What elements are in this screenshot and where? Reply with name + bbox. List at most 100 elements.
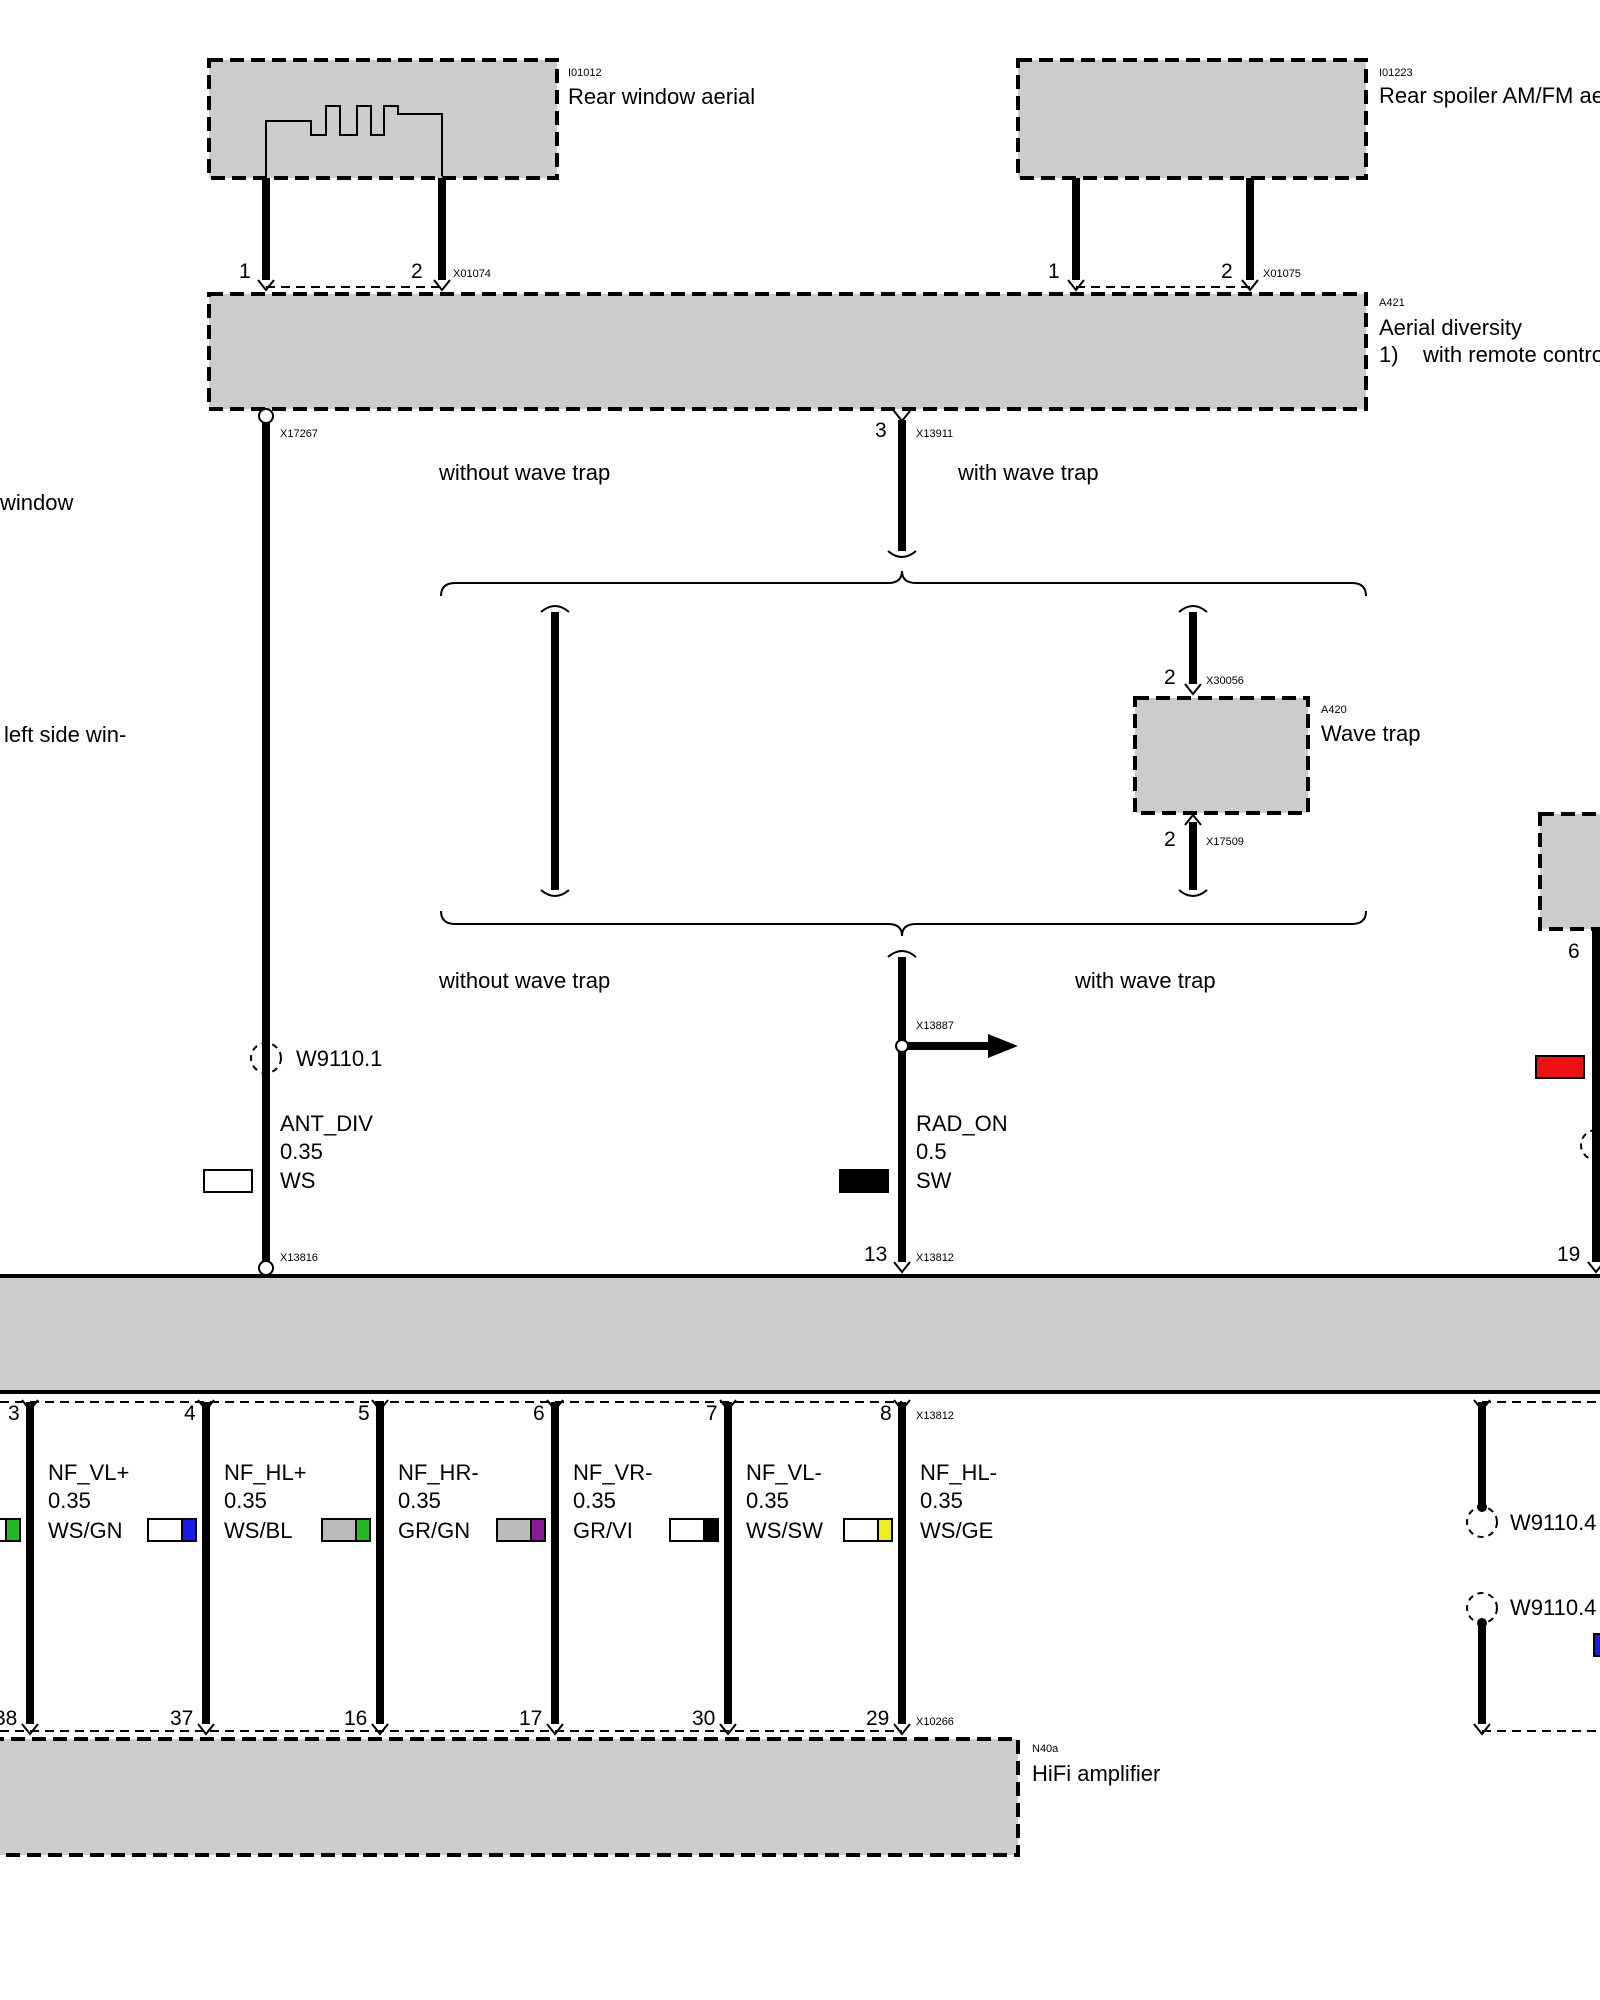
nf-bottom-connector-1: [197, 1723, 215, 1736]
red-wire-swatch: [1535, 1055, 1585, 1079]
nf-color-6: WS/GE: [920, 1518, 993, 1543]
radio-unit-box: [0, 1274, 1600, 1394]
wave-trap-box: [1133, 696, 1310, 815]
wave-trap-pin-top: 2: [1164, 666, 1176, 689]
ant-div-color: WS: [280, 1168, 315, 1193]
connector-x17267: X17267: [280, 428, 318, 440]
nf-bottom-connector-2: [371, 1723, 389, 1736]
nf-signal-3: NF_HR-: [398, 1460, 479, 1485]
arrow-right-icon: [988, 1034, 1018, 1058]
nf-swatch-stripe-3: [530, 1518, 546, 1542]
nf-swatch-stripe-1: [181, 1518, 197, 1542]
nf-color-4: GR/VI: [573, 1518, 633, 1543]
nf-amp-pin-5: 29: [866, 1707, 889, 1730]
wave-trap-name: Wave trap: [1321, 721, 1420, 746]
aerial-diversity-note: 1) with remote contro: [1379, 342, 1600, 367]
nf-swatch-stripe-4: [703, 1518, 719, 1542]
splice-w9110-4b: W9110.4: [1510, 1595, 1596, 1620]
connector-x01074: X01074: [453, 268, 491, 280]
nf-amp-pin-0: 38: [0, 1707, 17, 1730]
connector-x30056: X30056: [1206, 675, 1244, 687]
nf-top-connector-4: [719, 1399, 737, 1412]
nf-bottom-connector-0: [21, 1723, 39, 1736]
nf-size-3: 0.35: [398, 1488, 441, 1513]
nf-color-2: WS/BL: [224, 1518, 292, 1543]
connector-x13812-bottom: X13812: [916, 1410, 954, 1422]
ant-div-wire: X17267 W9110.1 ANT_DIV 0.35 WS X13816: [203, 408, 382, 1276]
nf-signal-2: NF_HL+: [224, 1460, 307, 1485]
spoiler-pin-1: 1: [1048, 260, 1060, 283]
ant-div-color-swatch: [203, 1169, 253, 1193]
right-pin-6: 6: [1568, 940, 1580, 963]
nf-bus-pin-4: 7: [706, 1402, 718, 1425]
rad-on-color-swatch: [839, 1169, 889, 1193]
center-branch: 3 X13911 without wave trap with wave tra…: [438, 410, 1420, 1274]
nf-size-6: 0.35: [920, 1488, 963, 1513]
rear-window-aerial-name: Rear window aerial: [568, 84, 755, 109]
connector-x01075: X01075: [1263, 268, 1301, 280]
nf-signal-1: NF_VL+: [48, 1460, 129, 1485]
wave-trap-pin-bottom: 2: [1164, 828, 1176, 851]
nf-bus-pin-1: 4: [184, 1402, 196, 1425]
splice-w9110-4a: W9110.4: [1510, 1510, 1596, 1535]
nf-wires: 338437516617730829NF_VL+0.35WS/GNNF_HL+0…: [0, 1399, 997, 1736]
ant-div-signal: ANT_DIV: [280, 1111, 373, 1136]
rear-spoiler-aerial: I01223 Rear spoiler AM/FM ae: [1016, 58, 1600, 180]
rear-window-aerial-id: I01012: [568, 67, 602, 79]
connector-x10266: X10266: [916, 1716, 954, 1728]
blue-wire-swatch: [1593, 1633, 1600, 1657]
nf-top-connector-0: [21, 1399, 39, 1412]
nf-color-1: WS/GN: [48, 1518, 123, 1543]
nf-top-connector-5: [893, 1399, 911, 1412]
right-partial: 6 19: [1535, 812, 1600, 1274]
nf-top-connector-1: [197, 1399, 215, 1412]
nf-amp-pin-2: 16: [344, 1707, 367, 1730]
spoiler-pin-2: 2: [1221, 260, 1233, 283]
nf-amp-pin-4: 30: [692, 1707, 715, 1730]
connector-x17509: X17509: [1206, 836, 1244, 848]
nf-bottom-connector-5: [893, 1723, 911, 1736]
left-margin-text-1: window: [0, 490, 73, 515]
nf-bus-pin-0: 3: [8, 1402, 20, 1425]
rear-spoiler-aerial-name: Rear spoiler AM/FM ae: [1379, 83, 1600, 108]
nf-bus-pin-5: 8: [880, 1402, 892, 1425]
nf-top-connector-3: [546, 1399, 564, 1412]
right-lower-wire: W9110.4 W9110.4: [1466, 1399, 1600, 1736]
rear-window-aerial: I01012 Rear window aerial: [207, 58, 755, 180]
nf-color-5: WS/SW: [746, 1518, 823, 1543]
aerial-pin-2: 2: [411, 260, 423, 283]
aerial-pin-1: 1: [239, 260, 251, 283]
diversity-pin-3: 3: [875, 419, 887, 442]
aerial-diversity-id: A421: [1379, 297, 1405, 309]
nf-size-4: 0.35: [573, 1488, 616, 1513]
nf-bottom-connector-3: [546, 1723, 564, 1736]
bottom-right-branch-label: with wave trap: [1074, 968, 1216, 993]
nf-swatch-main-4: [669, 1518, 705, 1542]
right-pin-19: 19: [1557, 1243, 1580, 1266]
nf-signal-4: NF_VR-: [573, 1460, 652, 1485]
connector-x13911: X13911: [916, 428, 953, 440]
connector-x13816: X13816: [280, 1252, 318, 1264]
wave-trap-id: A420: [1321, 704, 1347, 716]
rad-on-signal: RAD_ON: [916, 1111, 1008, 1136]
nf-amp-pin-1: 37: [170, 1707, 193, 1730]
rad-on-pin: 13: [864, 1243, 887, 1266]
nf-bus-pin-3: 6: [533, 1402, 545, 1425]
nf-swatch-main-5: [843, 1518, 879, 1542]
nf-swatch-stripe-2: [355, 1518, 371, 1542]
left-margin-text-2: left side win-: [4, 722, 126, 747]
nf-swatch-main-2: [321, 1518, 357, 1542]
nf-top-connector-2: [371, 1399, 389, 1412]
rad-on-size: 0.5: [916, 1139, 947, 1164]
hifi-amplifier-name: HiFi amplifier: [1032, 1761, 1160, 1786]
rad-on-color: SW: [916, 1168, 952, 1193]
nf-signal-5: NF_VL-: [746, 1460, 822, 1485]
hifi-amplifier: N40a HiFi amplifier X10266: [0, 1716, 1160, 1857]
bottom-left-branch-label: without wave trap: [438, 968, 610, 993]
nf-color-3: GR/GN: [398, 1518, 470, 1543]
nf-bottom-connector-4: [719, 1723, 737, 1736]
nf-bus-pin-2: 5: [358, 1402, 370, 1425]
splice-w9110-1: W9110.1: [296, 1046, 382, 1071]
nf-swatch-stripe-0: [5, 1518, 21, 1542]
